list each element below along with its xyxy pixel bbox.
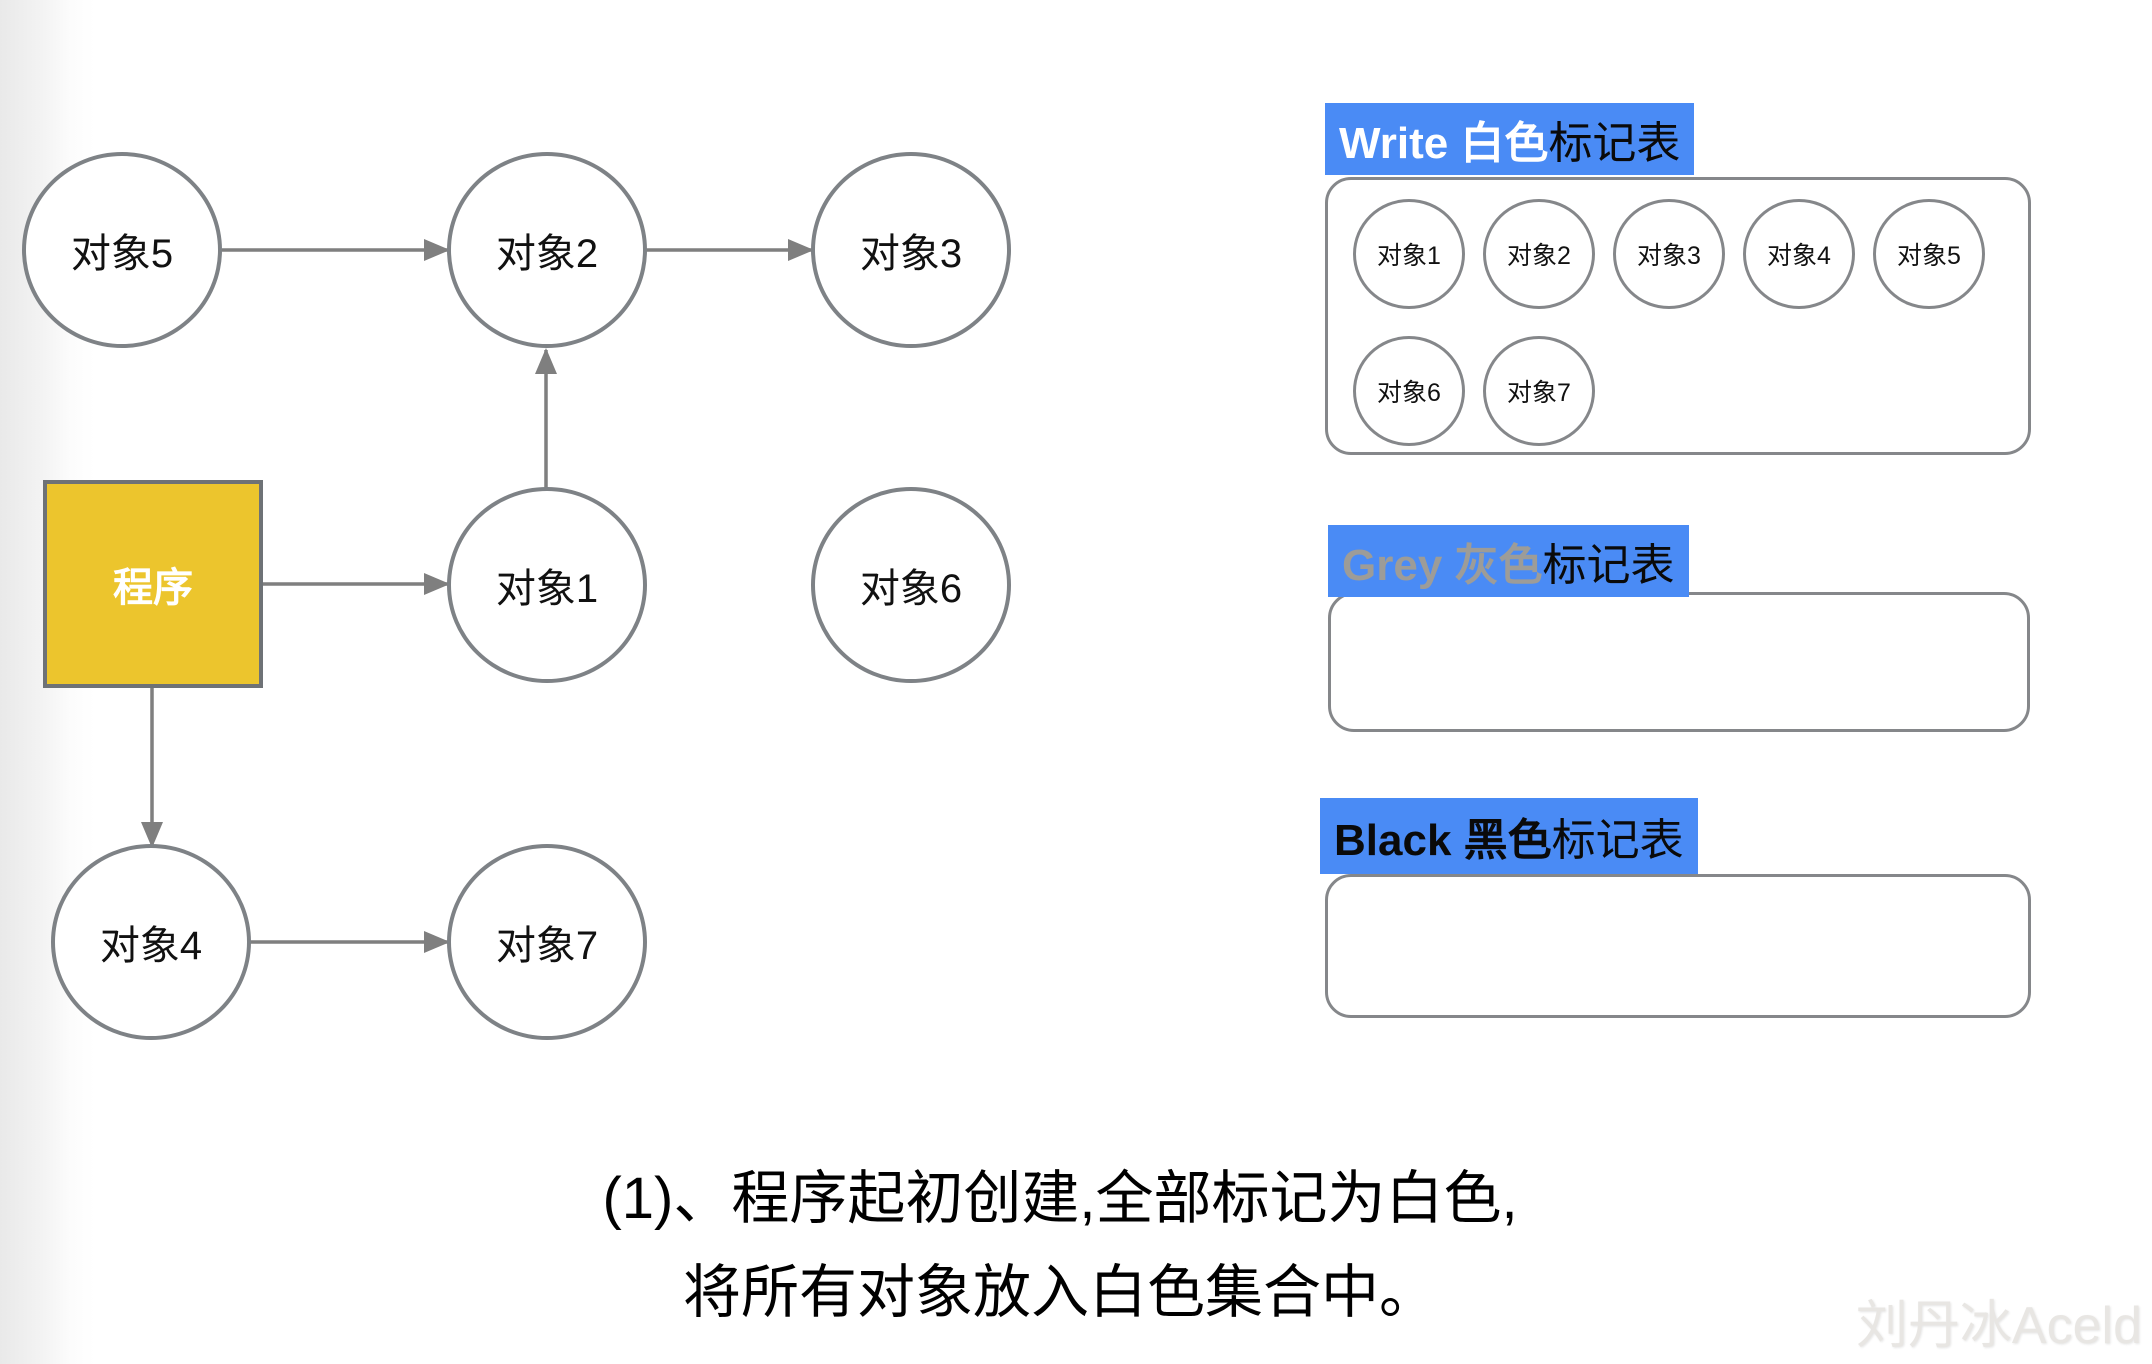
- caption-line-2: 将所有对象放入白色集合中。: [682, 1260, 1437, 1325]
- black-table-title-suffix: 标记表: [1551, 816, 1684, 865]
- node-obj6: 对象6: [811, 487, 1011, 683]
- node-obj4-label: 对象4: [99, 924, 203, 968]
- white-table-title-suffix: 标记表: [1548, 119, 1681, 168]
- watermark: 刘丹冰Aceld: [1855, 1297, 2142, 1355]
- white-item-obj7-label: 对象7: [1507, 379, 1571, 407]
- black-table-title-primary: Black 黑色: [1334, 816, 1552, 865]
- node-obj6-label: 对象6: [859, 567, 963, 611]
- grey-table-title-primary: Grey 灰色: [1342, 541, 1543, 590]
- caption: (1)、程序起初创建,全部标记为白色, 将所有对象放入白色集合中。: [0, 1152, 2120, 1340]
- node-obj3-label: 对象3: [859, 232, 963, 276]
- white-item-obj5: 对象5: [1873, 199, 1985, 309]
- white-table-title-primary: Write 白色: [1339, 119, 1549, 168]
- node-obj3: 对象3: [811, 152, 1011, 348]
- program-box: 程序: [43, 480, 263, 688]
- white-item-obj7: 对象7: [1483, 336, 1595, 446]
- white-item-obj5-label: 对象5: [1897, 242, 1961, 270]
- node-obj7: 对象7: [447, 844, 647, 1040]
- node-obj5-label: 对象5: [70, 232, 174, 276]
- node-obj7-label: 对象7: [495, 924, 599, 968]
- white-table-box: 对象1 对象2 对象3 对象4 对象5 对象6 对象7: [1325, 177, 2031, 455]
- white-item-obj4: 对象4: [1743, 199, 1855, 309]
- white-item-obj2: 对象2: [1483, 199, 1595, 309]
- black-table-header: Black 黑色标记表: [1320, 798, 1698, 874]
- white-item-obj3: 对象3: [1613, 199, 1725, 309]
- node-obj2: 对象2: [447, 152, 647, 348]
- grey-table-title-suffix: 标记表: [1542, 541, 1675, 590]
- white-item-obj6-label: 对象6: [1377, 379, 1441, 407]
- white-table-header: Write 白色标记表: [1325, 103, 1695, 175]
- white-item-obj1-label: 对象1: [1377, 242, 1441, 270]
- caption-line-1: (1)、程序起初创建,全部标记为白色,: [602, 1166, 1518, 1231]
- program-label: 程序: [113, 566, 193, 610]
- node-obj4: 对象4: [51, 844, 251, 1040]
- white-item-obj2-label: 对象2: [1507, 242, 1571, 270]
- black-table-box: [1325, 874, 2031, 1018]
- node-obj5: 对象5: [22, 152, 222, 348]
- white-item-obj3-label: 对象3: [1637, 242, 1701, 270]
- node-obj1: 对象1: [447, 487, 647, 683]
- node-obj1-label: 对象1: [495, 567, 599, 611]
- node-obj2-label: 对象2: [495, 232, 599, 276]
- grey-table-box: [1328, 592, 2030, 732]
- white-item-obj4-label: 对象4: [1767, 242, 1831, 270]
- grey-table-header: Grey 灰色标记表: [1328, 525, 1689, 597]
- white-item-obj1: 对象1: [1353, 199, 1465, 309]
- white-item-obj6: 对象6: [1353, 336, 1465, 446]
